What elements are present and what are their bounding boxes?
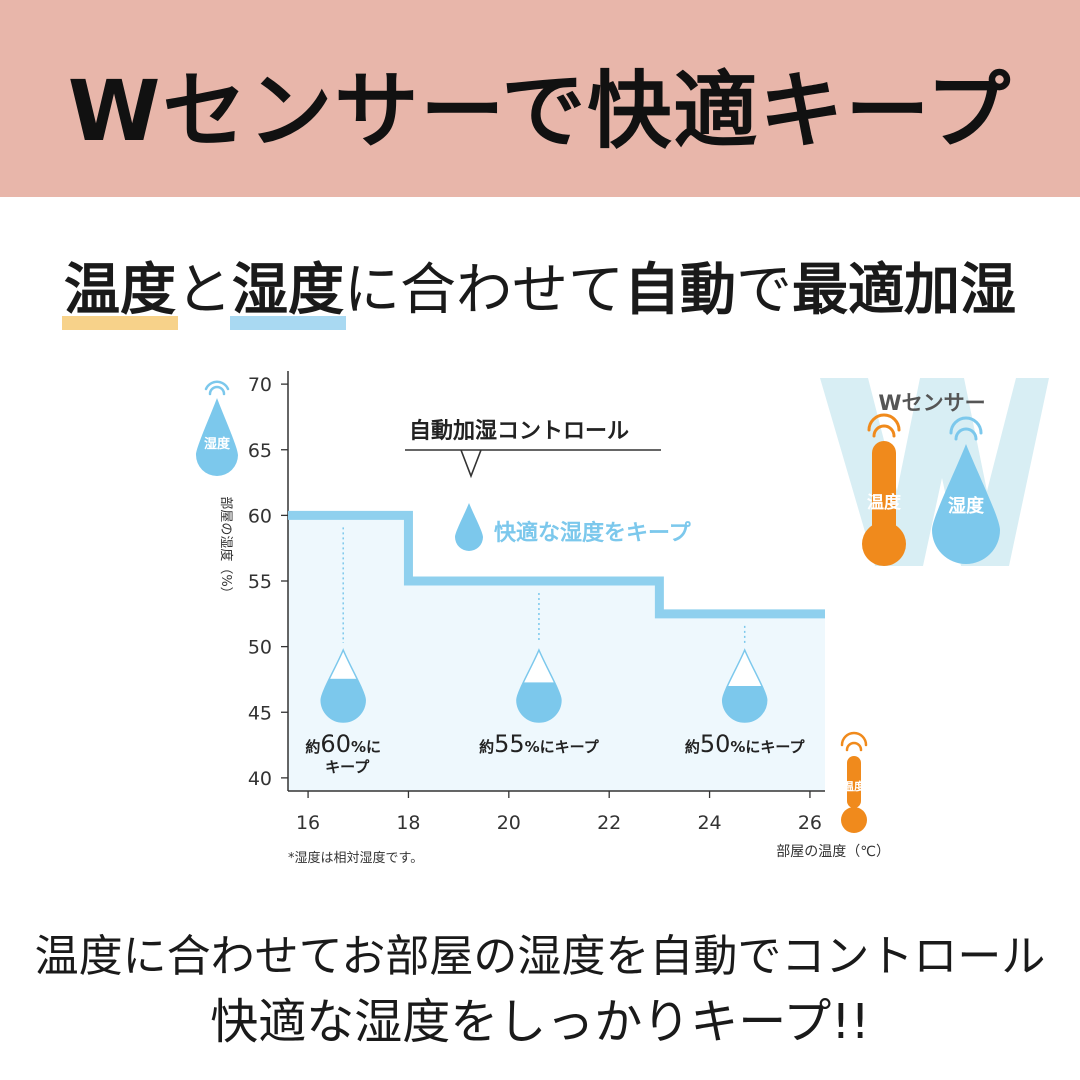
- thermometer-stem: [847, 756, 861, 808]
- keep-label-line2: キープ: [325, 758, 370, 776]
- sensor-hum-label: 湿度: [948, 495, 985, 517]
- signal-icon: [949, 416, 983, 441]
- x-tick-label: 24: [697, 812, 721, 834]
- x-axis-label: 部屋の温度（℃）: [776, 844, 890, 860]
- y-tick-label: 65: [248, 440, 272, 462]
- sensor-humidity-drop: [932, 444, 1000, 564]
- x-tick-label: 20: [497, 812, 521, 834]
- callout-drop-icon: [455, 503, 483, 551]
- humidity-icon-label: 湿度: [204, 436, 231, 452]
- humidity-chart: 40 45 50 55 60 65 70 16 18 20 22 24 26 約60%にキープ 約55%にキ…: [196, 371, 1049, 866]
- signal-icon: [867, 413, 901, 438]
- keep-label: 約50%にキープ: [685, 730, 806, 758]
- x-tick-label: 22: [597, 812, 621, 834]
- y-tick-label: 50: [248, 637, 272, 659]
- y-tick-label: 60: [248, 505, 272, 527]
- subtitle-awasete: に合わせて: [344, 258, 624, 323]
- signal-icon: [840, 731, 868, 752]
- callout-bracket: [405, 449, 661, 479]
- x-tick-label: 26: [798, 812, 822, 834]
- subtitle-de: で: [736, 258, 792, 323]
- temperature-icon-label: 温度: [843, 779, 866, 793]
- water-drop-fill: [516, 682, 561, 722]
- subtitle-humidity: 湿度: [230, 245, 346, 330]
- y-tick-label: 40: [248, 768, 272, 790]
- x-tick-label: 18: [396, 812, 420, 834]
- keep-label: 約60%に: [305, 730, 381, 758]
- footnote: *湿度は相対湿度です。: [288, 850, 423, 866]
- subtitle-temperature: 温度: [62, 245, 178, 330]
- subtitle-to: と: [176, 258, 232, 323]
- callout-title: 自動加湿コントロール: [409, 418, 629, 444]
- humidity-step-line: [288, 510, 825, 619]
- subtitle-auto: 自動: [624, 258, 736, 323]
- keep-label: 約55%にキープ: [479, 730, 600, 758]
- footer-line-2: 快適な湿度をしっかりキープ!!: [210, 994, 870, 1050]
- water-drop-fill: [722, 686, 767, 722]
- y-tick-label: 45: [248, 702, 272, 724]
- water-drop-fill: [321, 678, 366, 722]
- sensor-thermometer-bulb: [862, 522, 906, 566]
- w-sensor-title: Wセンサー: [878, 391, 985, 415]
- x-tick-label: 16: [296, 812, 320, 834]
- y-tick-label: 55: [248, 571, 272, 593]
- humidity-drop-icon: [196, 398, 238, 476]
- subtitle: 温度と湿度に合わせて自動で最適加湿: [0, 245, 1080, 330]
- title-banner: [0, 0, 1080, 197]
- page-title: Wセンサーで快適キープ: [67, 62, 1013, 160]
- callout-text: 快適な湿度をキープ: [494, 520, 692, 546]
- y-axis-label: 部屋の湿度（%）: [218, 496, 234, 599]
- y-tick-label: 70: [248, 374, 272, 396]
- signal-icon: [204, 380, 230, 396]
- footer-line-1: 温度に合わせてお部屋の湿度を自動でコントロール: [34, 931, 1046, 982]
- thermometer-bulb: [841, 807, 867, 833]
- subtitle-optimal-humidify: 最適加湿: [792, 258, 1016, 323]
- sensor-temp-label: 温度: [867, 492, 902, 513]
- sensor-thermometer-stem: [872, 441, 896, 537]
